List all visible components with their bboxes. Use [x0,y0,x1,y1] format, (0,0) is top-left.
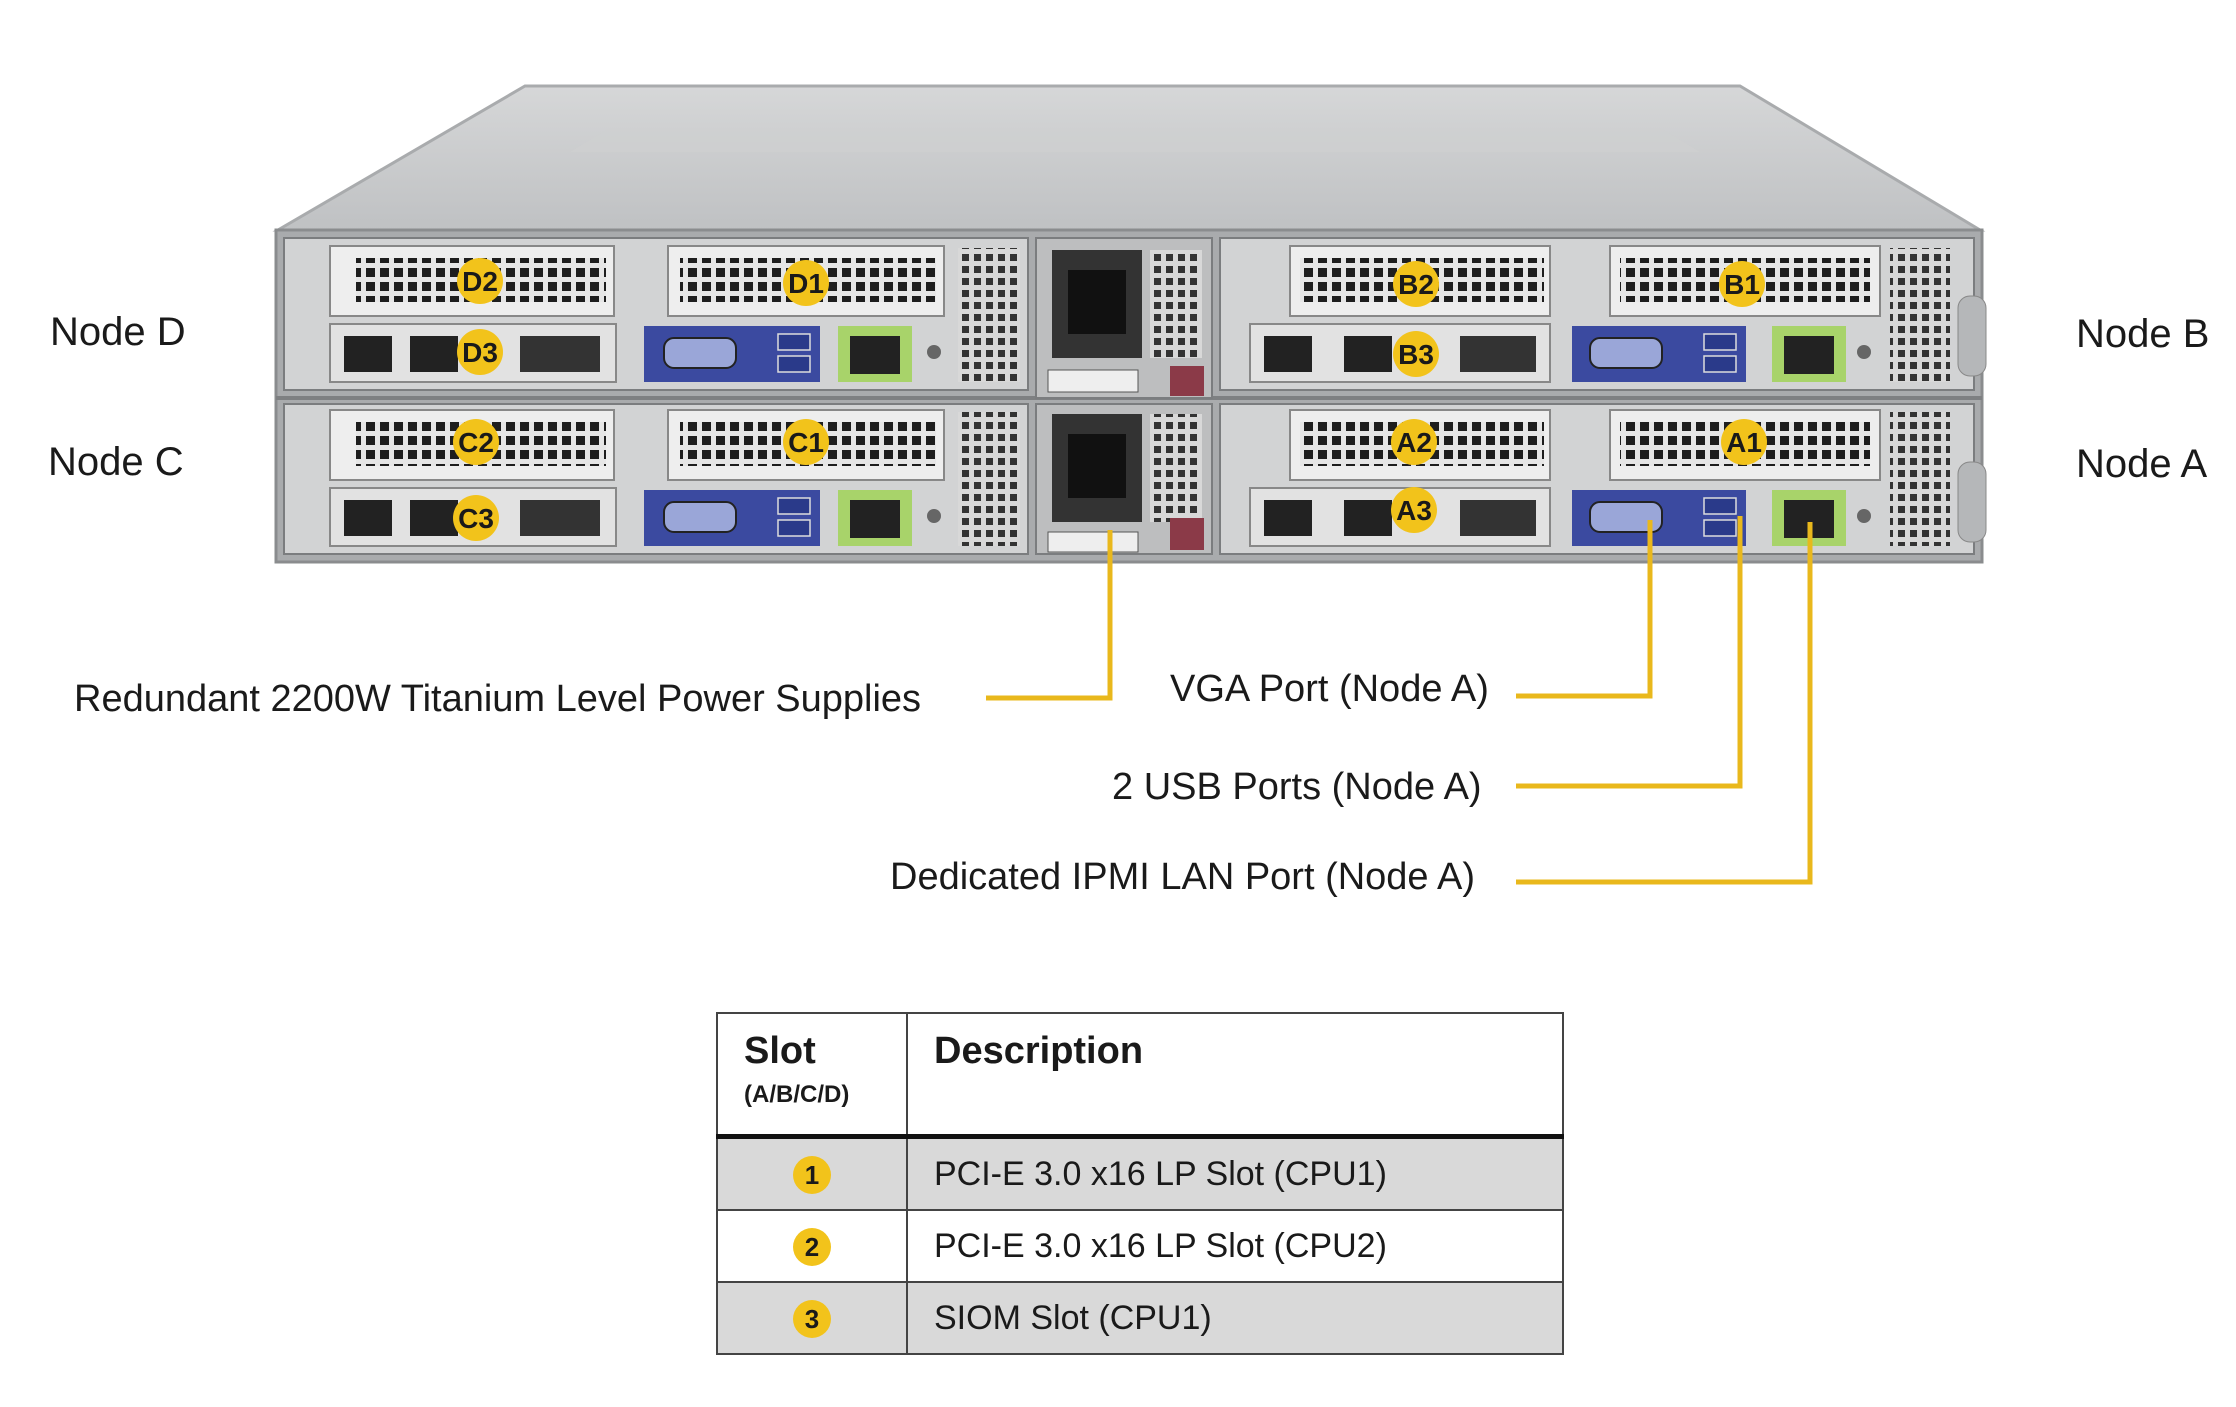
node-b-tray [1219,237,1987,391]
slot-description: PCI-E 3.0 x16 LP Slot (CPU1) [906,1135,1564,1211]
table-row: 1 PCI-E 3.0 x16 LP Slot (CPU1) [716,1135,1564,1211]
node-a-tray [1219,403,1987,555]
node-c-tray [283,403,1029,555]
slot-badge-d2: D2 [457,258,503,304]
vga-callout-line [1516,520,1653,699]
slot-badge-a3: A3 [1391,487,1437,533]
slot-badge-d3: D3 [457,329,503,375]
power-supply-bottom [1035,403,1213,555]
slot-badge-b3: B3 [1393,331,1439,377]
svg-text:C3: C3 [458,503,494,534]
ipmi-callout-line [1516,522,1813,885]
slot-column-subheader: (A/B/C/D) [744,1081,850,1108]
svg-text:B1: B1 [1724,269,1760,300]
usb-callout-line [1516,516,1743,789]
node-d-label: Node D [50,310,186,354]
svg-text:D3: D3 [462,337,498,368]
usb-ports-callout: 2 USB Ports (Node A) [1112,766,1482,808]
node-d-tray [283,237,1029,391]
table-row: 2 PCI-E 3.0 x16 LP Slot (CPU2) [716,1209,1564,1283]
vga-port-callout: VGA Port (Node A) [1170,668,1489,710]
svg-text:A3: A3 [1396,495,1432,526]
ipmi-port-callout: Dedicated IPMI LAN Port (Node A) [890,856,1476,898]
callout-lines [986,516,1813,885]
svg-text:A2: A2 [1396,427,1432,458]
slot-badge-c1: C1 [783,419,829,465]
svg-text:B3: B3 [1398,339,1434,370]
table-row: 3 SIOM Slot (CPU1) [716,1281,1564,1355]
slot-badge-a1: A1 [1721,419,1767,465]
slot-number-badge: 2 [793,1228,831,1266]
slot-number-badge: 1 [793,1156,831,1194]
svg-text:C2: C2 [458,427,494,458]
power-supply-top [1035,237,1213,399]
chassis-top-cover [272,84,1986,232]
slot-column-header: Slot (A/B/C/D) [716,1012,908,1139]
svg-text:A1: A1 [1726,427,1762,458]
node-a-label: Node A [2076,442,2208,486]
slot-badge-c3: C3 [453,495,499,541]
slot-badge-b2: B2 [1393,261,1439,307]
svg-text:D1: D1 [788,268,824,299]
power-supplies-callout: Redundant 2200W Titanium Level Power Sup… [74,678,922,720]
slot-description-table: Slot (A/B/C/D) Description 1 PCI-E 3.0 x… [716,1012,1564,1355]
slot-number-badge: 3 [793,1300,831,1338]
slot-description: PCI-E 3.0 x16 LP Slot (CPU2) [906,1209,1564,1283]
slot-badge-d1: D1 [783,260,829,306]
svg-text:C1: C1 [788,427,824,458]
slot-badge-c2: C2 [453,419,499,465]
power-callout-line [986,530,1113,701]
node-b-label: Node B [2076,312,2210,356]
slot-badge-a2: A2 [1391,419,1437,465]
node-c-label: Node C [48,440,184,484]
svg-text:D2: D2 [462,266,498,297]
slot-badge-b1: B1 [1719,261,1765,307]
slot-description: SIOM Slot (CPU1) [906,1281,1564,1355]
svg-text:B2: B2 [1398,269,1434,300]
description-column-header: Description [906,1012,1564,1139]
